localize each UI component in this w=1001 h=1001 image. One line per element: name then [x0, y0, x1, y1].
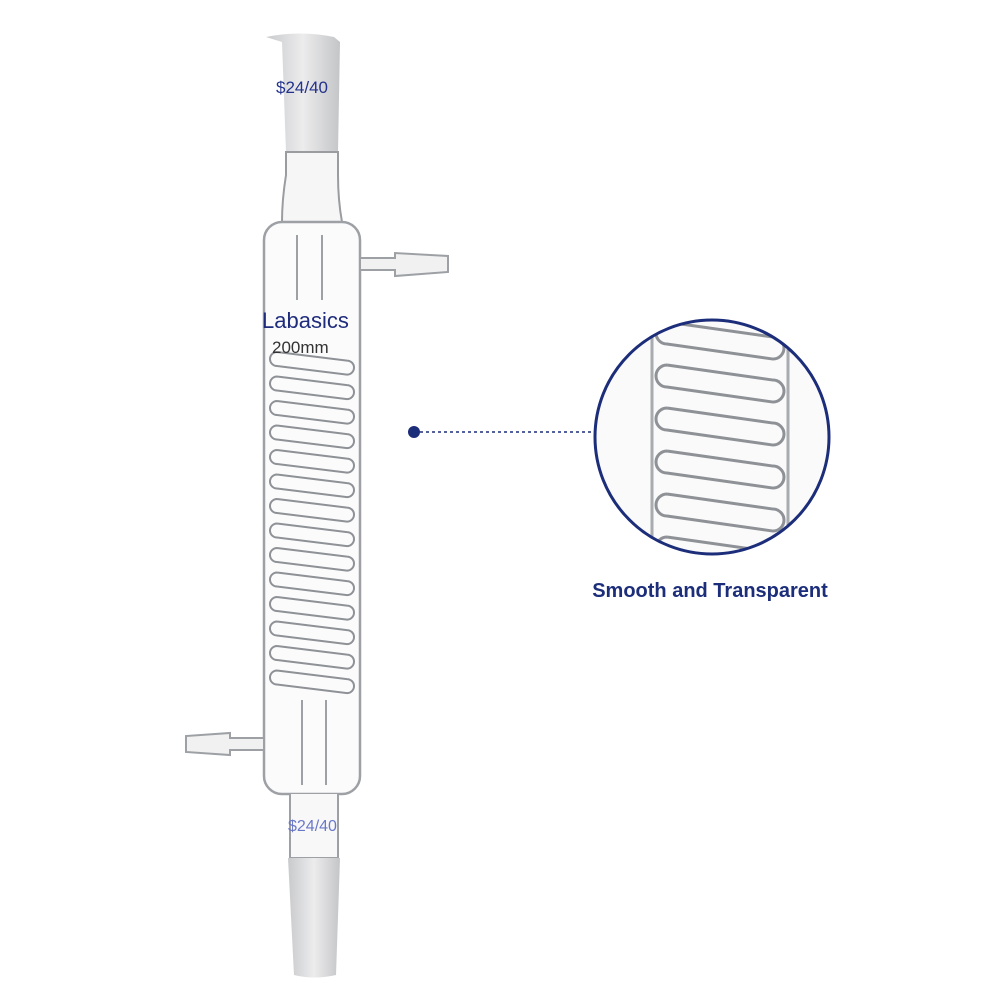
coil-loop: [654, 492, 786, 533]
brand-label: Labasics: [262, 308, 349, 333]
top-joint-label: $24/40: [276, 78, 328, 97]
callout-caption: Smooth and Transparent: [592, 580, 828, 602]
bottom-ground-joint: [288, 858, 340, 978]
coil-loop: [269, 669, 355, 695]
coil-loop: [269, 596, 355, 621]
coil-loop: [269, 375, 355, 401]
lower-hose-barb: [185, 731, 265, 757]
coil-loop: [269, 400, 355, 425]
coil-loop: [269, 547, 355, 572]
coil-loop: [269, 645, 355, 670]
coil-loop: [269, 571, 355, 597]
bottom-joint-label: $24/40: [288, 818, 337, 835]
coil-loop: [654, 449, 786, 490]
coil-loop: [269, 473, 355, 499]
coil-loop: [269, 424, 355, 450]
coil-tube: [269, 351, 355, 695]
coil-loop: [269, 449, 355, 474]
callout-dot: [408, 426, 420, 438]
top-neck: [280, 151, 344, 223]
magnified-coil-view: [596, 321, 828, 553]
length-label: 200mm: [272, 338, 329, 357]
magnifier-ring: [593, 318, 831, 556]
top-ground-joint: [266, 33, 340, 152]
coil-loop: [269, 620, 355, 646]
upper-hose-barb: [359, 251, 449, 278]
coil-loop: [654, 363, 786, 404]
coil-loop: [269, 522, 355, 548]
coil-loop: [269, 351, 355, 376]
coil-loop: [269, 498, 355, 523]
coil-loop: [654, 406, 786, 447]
